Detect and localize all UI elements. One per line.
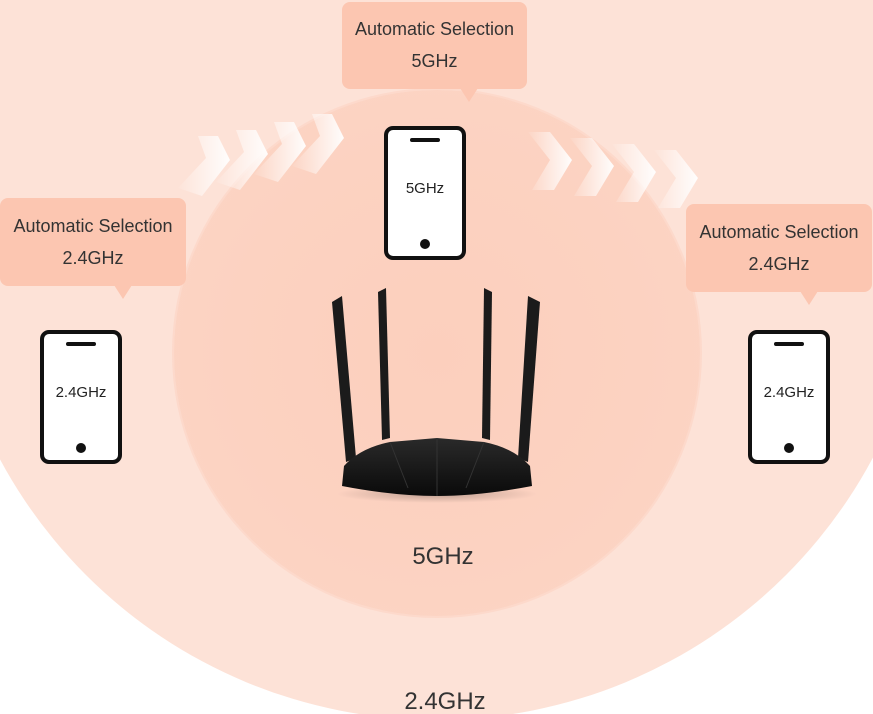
band-label-inner: 5GHz [412, 543, 474, 570]
phone-band-label: 2.4GHz [763, 384, 815, 401]
phone-band-label: 5GHz [405, 180, 445, 197]
smartphone-icon: 5GHz [384, 126, 466, 260]
bubble-band: 2.4GHz [62, 248, 124, 268]
auto-selection-bubble-right: Automatic Selection 2.4GHz [686, 204, 872, 305]
bubble-band: 5GHz [411, 51, 458, 71]
auto-selection-bubble-left: Automatic Selection 2.4GHz [0, 198, 186, 299]
smartphone-icon: 2.4GHz [40, 330, 122, 464]
bubble-title: Automatic Selection [699, 222, 859, 242]
auto-selection-bubble-top: Automatic Selection 5GHz [342, 2, 527, 102]
phone-band-label: 2.4GHz [55, 384, 107, 401]
bubble-title: Automatic Selection [354, 19, 515, 39]
smartphone-icon: 2.4GHz [748, 330, 830, 464]
wifi-router-icon [332, 288, 540, 503]
bubble-title: Automatic Selection [13, 216, 173, 236]
chevron-arrows-icon [178, 114, 344, 196]
band-label-outer: 2.4GHz [404, 688, 486, 714]
bubble-band: 2.4GHz [748, 254, 810, 274]
chevron-arrows-icon [528, 132, 698, 208]
